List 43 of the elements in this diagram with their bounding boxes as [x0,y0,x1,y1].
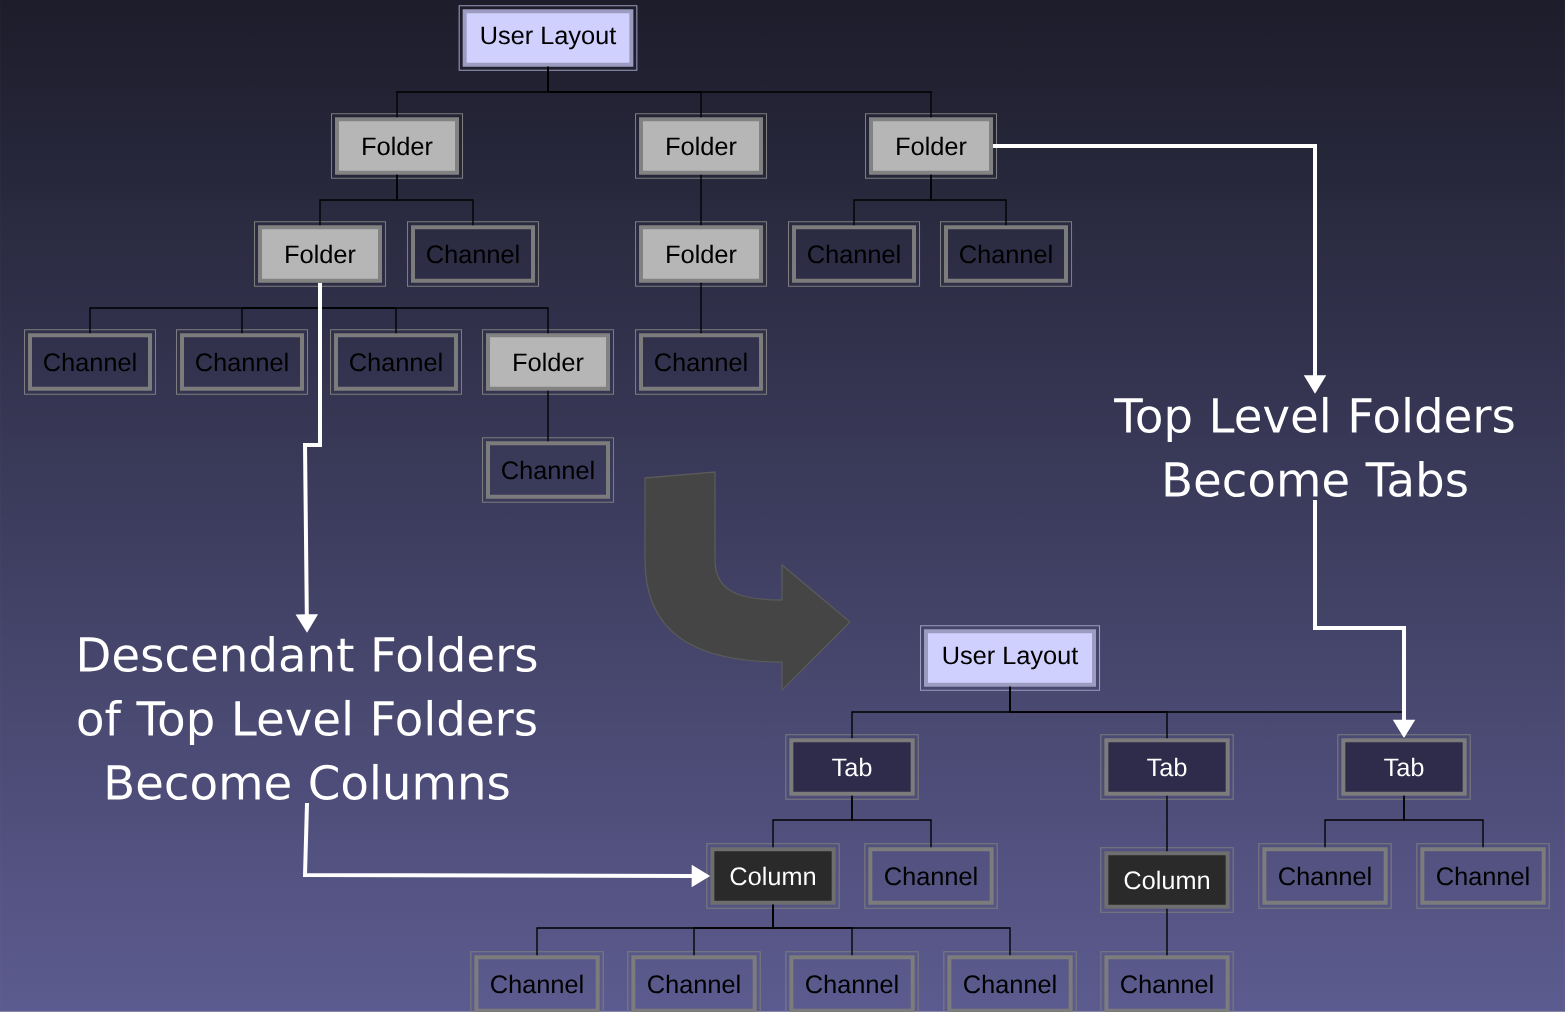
tab-box: Tab [1337,734,1471,800]
connector-line [700,174,702,226]
folder-box: Folder [481,329,615,395]
connector-line [1403,795,1484,848]
connector-line [851,795,932,848]
channel-box: Channel [943,951,1077,1012]
column-box: Column [706,843,840,909]
channel-box: Channel [1100,951,1234,1012]
caption-text: Top Level Folders Become Tabs [1114,396,1514,498]
channel-box: Channel [481,437,615,503]
caption-text: Descendant Folders of Top Level Folders Become Columns [78,635,537,801]
connector-line [1009,686,1405,739]
connector-line [396,174,474,226]
folder-box: Folder [864,113,998,179]
channel-box: Channel [940,221,1073,287]
channel-box: Channel [634,329,768,395]
channel-box: Channel [470,951,604,1012]
folder-box: Folder [634,221,768,287]
folder-box: Folder [253,221,387,287]
connector-line [547,66,932,118]
channel-box: Channel [1258,843,1392,909]
tab-box: Tab [785,734,919,800]
column-box: Column [1100,847,1234,913]
channel-box: Channel [175,329,309,395]
channel-box: Channel [787,221,921,287]
channel-box: Channel [406,221,540,287]
folder-box: Folder [330,113,464,179]
channel-box: Channel [329,329,463,395]
connector-line [700,282,702,334]
connector-line [772,904,1011,956]
channel-box: Channel [864,843,998,909]
channel-box: Channel [627,951,761,1012]
folder-box: Folder [634,113,768,179]
connector-line [547,390,549,442]
channel-box: Channel [1416,843,1550,909]
connector-line [1166,795,1168,852]
layout-box: User Layout [919,625,1101,691]
connector-line [930,174,1007,226]
tab-box: Tab [1100,734,1234,800]
connector-line [1166,908,1168,956]
layout-box: User Layout [458,5,638,71]
channel-box: Channel [785,951,919,1012]
channel-box: Channel [23,329,157,395]
